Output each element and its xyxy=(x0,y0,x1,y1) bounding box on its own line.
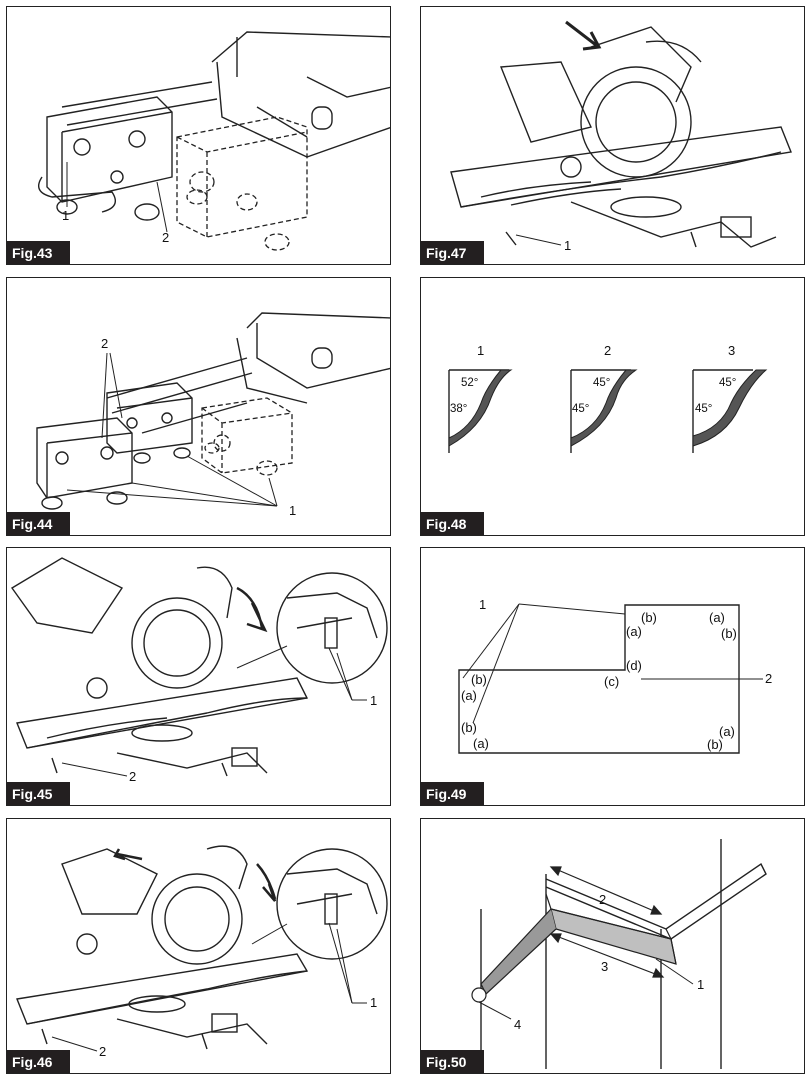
figure-48-label: Fig.48 xyxy=(421,512,485,535)
fig48-angle-2a: 45° xyxy=(593,377,610,389)
figure-43-illustration: 1 2 xyxy=(38,31,390,251)
fig49-mark-a5: (a) xyxy=(719,724,735,739)
figure-49-illustration: 1 2 (b) (a) (a) (b) (d) (c) (b) (a) (b) … xyxy=(458,597,772,754)
figure-46-illustration: 1 2 xyxy=(16,845,388,1059)
fig50-callout-4: 4 xyxy=(514,1017,521,1032)
figure-50-illustration: 2 1 3 4 xyxy=(471,839,767,1069)
figure-46-label: Fig.46 xyxy=(7,1050,71,1073)
fig49-mark-d: (d) xyxy=(626,658,642,673)
fig49-mark-a4: (a) xyxy=(473,736,489,751)
fig48-callout-2: 2 xyxy=(604,343,611,358)
figure-43-label: Fig.43 xyxy=(7,241,71,264)
fig48-angle-3a: 45° xyxy=(719,377,736,389)
fig48-angle-2b: 45° xyxy=(572,403,589,415)
fig45-callout-2: 2 xyxy=(129,769,136,784)
fig49-mark-a1: (a) xyxy=(626,624,642,639)
fig49-mark-b3: (b) xyxy=(471,672,487,687)
fig49-mark-b1: (b) xyxy=(641,610,657,625)
fig49-callout-1: 1 xyxy=(479,597,486,612)
figure-44-label: Fig.44 xyxy=(7,512,71,535)
fig44-callout-1: 1 xyxy=(289,503,296,518)
fig49-mark-b4: (b) xyxy=(461,720,477,735)
fig46-callout-2: 2 xyxy=(99,1044,106,1059)
figure-50-panel: 2 1 3 4 Fig.50 xyxy=(420,818,805,1074)
fig49-mark-a3: (a) xyxy=(461,688,477,703)
fig44-callout-2: 2 xyxy=(101,336,108,351)
fig43-callout-2: 2 xyxy=(162,230,169,245)
figure-45-panel: 1 2 Fig.45 xyxy=(6,547,391,806)
fig49-mark-b5: (b) xyxy=(707,737,723,752)
fig50-callout-2: 2 xyxy=(599,892,606,907)
fig48-angle-1b: 38° xyxy=(450,403,467,415)
fig48-angle-3b: 45° xyxy=(695,403,712,415)
fig47-callout-1: 1 xyxy=(564,238,571,253)
figure-43-panel: 1 2 Fig.43 xyxy=(6,6,391,265)
figure-45-label: Fig.45 xyxy=(7,782,71,805)
figure-46-panel: 1 2 Fig.46 xyxy=(6,818,391,1074)
fig50-callout-3: 3 xyxy=(601,959,608,974)
figure-48-illustration: 1 2 3 52° 38° 45° 45° 45° 45° xyxy=(448,343,768,453)
figure-47-label: Fig.47 xyxy=(421,241,485,264)
fig48-callout-3: 3 xyxy=(728,343,735,358)
fig46-callout-1: 1 xyxy=(370,995,377,1010)
figure-50-label: Fig.50 xyxy=(421,1050,485,1073)
fig49-mark-b2: (b) xyxy=(721,626,737,641)
fig49-callout-2: 2 xyxy=(765,671,772,686)
figure-48-panel: 1 2 3 52° 38° 45° 45° 45° 45° Fig.48 xyxy=(420,277,805,536)
figure-44-illustration: 2 1 xyxy=(36,312,390,518)
figure-45-illustration: 1 2 xyxy=(10,557,388,784)
figure-47-panel: 1 Fig.47 xyxy=(420,6,805,265)
fig45-callout-1: 1 xyxy=(370,693,377,708)
figure-49-label: Fig.49 xyxy=(421,782,485,805)
fig43-callout-1: 1 xyxy=(62,208,69,223)
fig50-callout-1: 1 xyxy=(697,977,704,992)
fig49-mark-c: (c) xyxy=(604,674,619,689)
figure-44-panel: 2 1 Fig.44 xyxy=(6,277,391,536)
figure-47-illustration: 1 xyxy=(450,20,792,253)
figure-49-panel: 1 2 (b) (a) (a) (b) (d) (c) (b) (a) (b) … xyxy=(420,547,805,806)
fig48-callout-1: 1 xyxy=(477,343,484,358)
fig49-mark-a2: (a) xyxy=(709,610,725,625)
fig48-angle-1a: 52° xyxy=(461,377,478,389)
